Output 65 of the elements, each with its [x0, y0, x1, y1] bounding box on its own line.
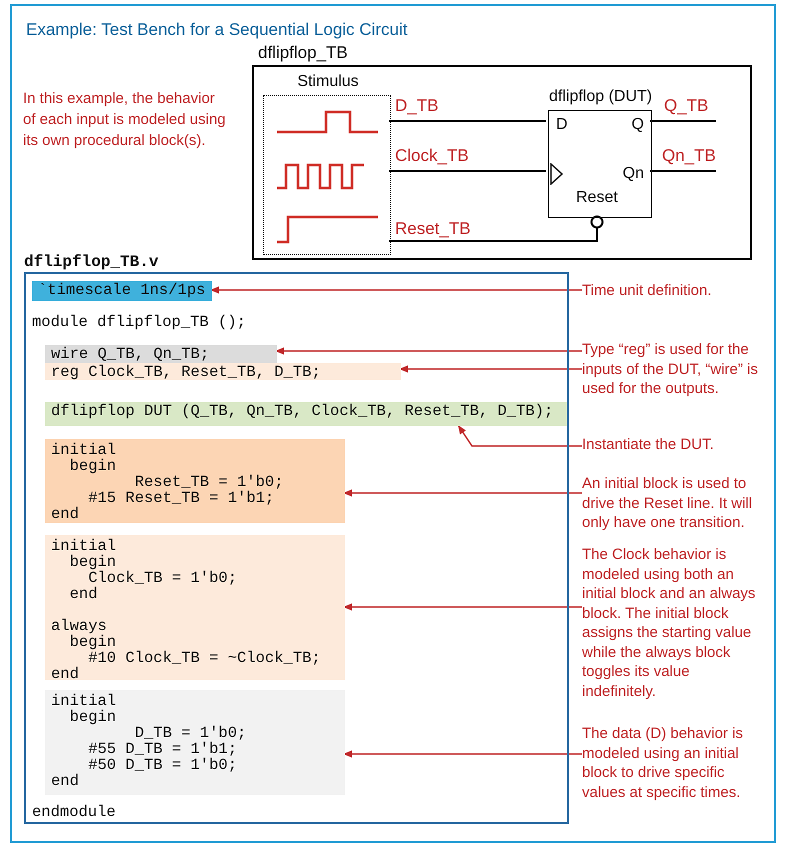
code-line: initial: [51, 442, 116, 458]
arrow: [343, 750, 582, 758]
code-line: begin: [68, 709, 116, 725]
code-line: begin: [68, 458, 116, 474]
arrow: [399, 365, 582, 373]
box-heading: dflipflop_TB: [258, 43, 348, 63]
annotation-text: Time unit definition.: [582, 281, 764, 300]
arrow: [275, 347, 582, 355]
code-line: initial: [51, 693, 116, 709]
code-line: dflipflop DUT (Q_TB, Qn_TB, Clock_TB, Reset_TB, D_TB);: [51, 403, 554, 419]
code-line: end: [68, 586, 98, 602]
pin-label: D: [556, 116, 568, 134]
code-line: end: [51, 506, 79, 522]
wire: [389, 120, 546, 122]
title: Example: Test Bench for a Sequential Logic Circuit: [26, 20, 408, 40]
code-block: [45, 402, 567, 426]
code-line: reg Clock_TB, Reset_TB, D_TB;: [51, 364, 321, 380]
signal-label: D_TB: [395, 96, 438, 116]
code-line: #55 D_TB = 1'b1;: [87, 741, 238, 757]
arrow: [343, 603, 582, 611]
code-block: [45, 690, 345, 795]
signal-label: Qn_TB: [662, 146, 716, 166]
wire: [650, 120, 716, 122]
code-line: always: [51, 618, 107, 634]
box-heading: Stimulus: [296, 73, 360, 91]
code-block: [32, 281, 212, 301]
code-line: initial: [51, 538, 116, 554]
wire: [650, 170, 716, 172]
annotation-text: An initial block is used to drive the Reset line. It will only have one transition.: [582, 474, 764, 532]
code-line: begin: [70, 634, 116, 650]
note-text: In this example, the behavior of each input is modeled using its own procedural block(s).: [23, 89, 227, 151]
code-line: `timescale 1ns/1ps: [38, 282, 206, 298]
annotation-text: The Clock behavior is modeled using both an initial block and an always block. The initial block assigns the starting value while the always block toggles its value indefinitely.: [582, 545, 764, 701]
code-block: [45, 345, 277, 363]
code-block: [45, 535, 345, 680]
pin-label: Qn: [622, 165, 644, 183]
code-line: wire Q_TB, Qn_TB;: [51, 346, 210, 362]
wire: [389, 170, 546, 172]
code-line: D_TB = 1'b0;: [134, 725, 246, 741]
code-line: end: [51, 666, 79, 682]
signal-label: Reset_TB: [395, 219, 471, 239]
arrow: [457, 424, 582, 447]
signal-label: Clock_TB: [395, 146, 469, 166]
code-line: #50 D_TB = 1'b0;: [87, 757, 238, 773]
arrow: [343, 489, 582, 497]
code-line: begin: [68, 554, 116, 570]
code-line: endmodule: [32, 804, 116, 820]
code-line: end: [51, 773, 79, 789]
annotation-text: Type “reg” is used for the inputs of the DUT, “wire” is used for the outputs.: [582, 340, 764, 398]
wire: [389, 216, 604, 242]
code-line: module dflipflop_TB ();: [32, 314, 246, 330]
annotation-text: The data (D) behavior is modeled using an initial block to drive specific values at specific times.: [582, 724, 764, 802]
pin-label: Q: [632, 116, 644, 134]
signal-label: Q_TB: [664, 96, 708, 116]
code-line: Clock_TB = 1'b0;: [88, 570, 238, 586]
code-line: #15 Reset_TB = 1'b1;: [87, 490, 274, 506]
arrow: [210, 286, 582, 294]
pin-label: Reset: [576, 189, 618, 207]
code-block: [45, 363, 401, 380]
box-heading: dflipflop (DUT): [549, 88, 652, 106]
annotation-text: Instantiate the DUT.: [582, 435, 764, 454]
box-heading: dflipflop_TB.v: [24, 253, 158, 271]
code-line: Reset_TB = 1'b0;: [134, 474, 284, 490]
code-line: #10 Clock_TB = ~Clock_TB;: [88, 650, 321, 666]
code-block: [45, 439, 345, 523]
